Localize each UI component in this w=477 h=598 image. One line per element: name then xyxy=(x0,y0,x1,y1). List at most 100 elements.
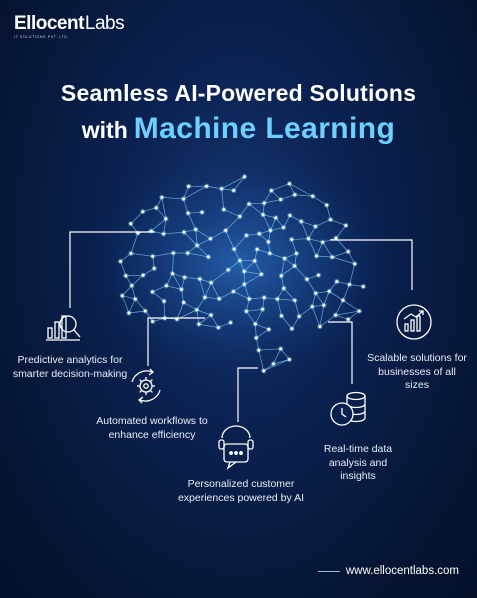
brain-node xyxy=(242,270,246,273)
brain-node xyxy=(160,195,164,199)
brain-node xyxy=(209,313,213,317)
brain-edge xyxy=(258,350,265,371)
brain-node xyxy=(183,275,187,279)
brain-node xyxy=(226,268,230,272)
brain-node xyxy=(321,240,325,244)
brain-node xyxy=(287,358,291,361)
brain-node xyxy=(182,301,186,304)
brain-node xyxy=(143,309,147,313)
brain-node xyxy=(262,201,266,205)
brain-node xyxy=(232,290,235,293)
brain-node xyxy=(164,217,168,221)
brain-node xyxy=(127,311,131,315)
brain-node xyxy=(129,251,133,255)
logo-name-first: Ellocent xyxy=(14,13,84,34)
brain-node xyxy=(327,289,331,293)
brain-edge xyxy=(244,274,262,285)
feature-label-scalable: Scalable solutions for businesses of all… xyxy=(367,352,467,392)
brain-node xyxy=(119,259,122,263)
brain-node xyxy=(279,198,283,201)
brain-node xyxy=(280,314,283,318)
footer-url[interactable]: www.ellocentlabs.com xyxy=(345,565,459,577)
brain-node xyxy=(152,267,156,270)
feature-label-realtime: Real-time data analysis and insights xyxy=(323,443,393,483)
brain-node xyxy=(205,184,208,188)
brain-node xyxy=(357,309,361,313)
brain-node xyxy=(247,202,251,206)
brain-node xyxy=(334,313,337,317)
brain-node xyxy=(267,240,270,244)
brain-node xyxy=(141,273,145,277)
brain-node xyxy=(253,259,257,263)
brain-node xyxy=(283,256,287,260)
brain-node xyxy=(257,348,261,352)
brain-node xyxy=(335,280,339,283)
brain-edge xyxy=(130,253,153,257)
brain-node xyxy=(262,296,266,299)
brain-node xyxy=(299,220,303,223)
brain-node xyxy=(171,251,175,255)
brain-edge xyxy=(225,230,235,250)
connector-scalable xyxy=(330,239,413,290)
brain-node xyxy=(261,213,265,217)
brain-node xyxy=(151,320,155,323)
brain-node xyxy=(187,184,191,188)
brain-node xyxy=(232,189,236,192)
brain-node xyxy=(318,325,322,329)
brain-node xyxy=(334,236,338,240)
brain-node xyxy=(344,224,348,227)
brain-node xyxy=(165,284,168,288)
brain-edge xyxy=(342,299,360,312)
brain-edge xyxy=(221,176,245,190)
brain-edge xyxy=(198,323,219,328)
brain-glow xyxy=(70,145,410,385)
brain-edge xyxy=(152,252,174,257)
brain-edge xyxy=(183,185,207,200)
headline-line1: Seamless AI-Powered Solutions xyxy=(60,80,417,106)
brain-node xyxy=(288,214,292,217)
brain-node xyxy=(293,264,297,268)
brain-node xyxy=(222,208,226,211)
footer: www.ellocentlabs.com xyxy=(317,565,459,577)
connector-workflows xyxy=(147,317,205,366)
brain-node xyxy=(290,327,294,331)
brain-node xyxy=(129,222,133,226)
brain-node xyxy=(198,277,202,281)
brain-node xyxy=(297,314,301,318)
brain-node xyxy=(314,225,317,228)
brain-node xyxy=(269,229,272,232)
logo-name-second: Labs xyxy=(84,13,125,34)
brain-edge xyxy=(332,256,355,265)
brain-node xyxy=(238,259,242,262)
brain-node xyxy=(216,326,220,329)
brain-node xyxy=(361,285,365,288)
brain-edge xyxy=(163,231,185,235)
brain-node xyxy=(310,305,314,309)
brain-node xyxy=(195,244,199,247)
brain-node xyxy=(279,347,283,351)
brain-edge xyxy=(172,252,174,274)
brain-node xyxy=(171,272,174,275)
brain-node xyxy=(197,322,201,326)
brain-edge xyxy=(311,306,321,327)
brain-edge xyxy=(263,359,290,372)
brain-node xyxy=(232,247,236,251)
brain-node xyxy=(329,218,332,222)
brain-node xyxy=(282,286,286,290)
feature-label-workflows: Automated workflows to enhance efficienc… xyxy=(96,415,208,441)
brain-edge xyxy=(319,314,336,327)
brain-node xyxy=(182,197,185,201)
brain-node xyxy=(207,255,210,259)
brain-node xyxy=(162,232,166,236)
brain-node xyxy=(267,327,271,331)
brain-node xyxy=(229,321,233,324)
connector-realtime xyxy=(328,321,353,384)
brain-node xyxy=(295,251,298,255)
chat-assistant-icon xyxy=(218,425,254,470)
brain-node xyxy=(247,297,251,301)
brain-node xyxy=(268,251,272,255)
footer-divider xyxy=(317,570,340,572)
brain-node xyxy=(271,362,275,366)
